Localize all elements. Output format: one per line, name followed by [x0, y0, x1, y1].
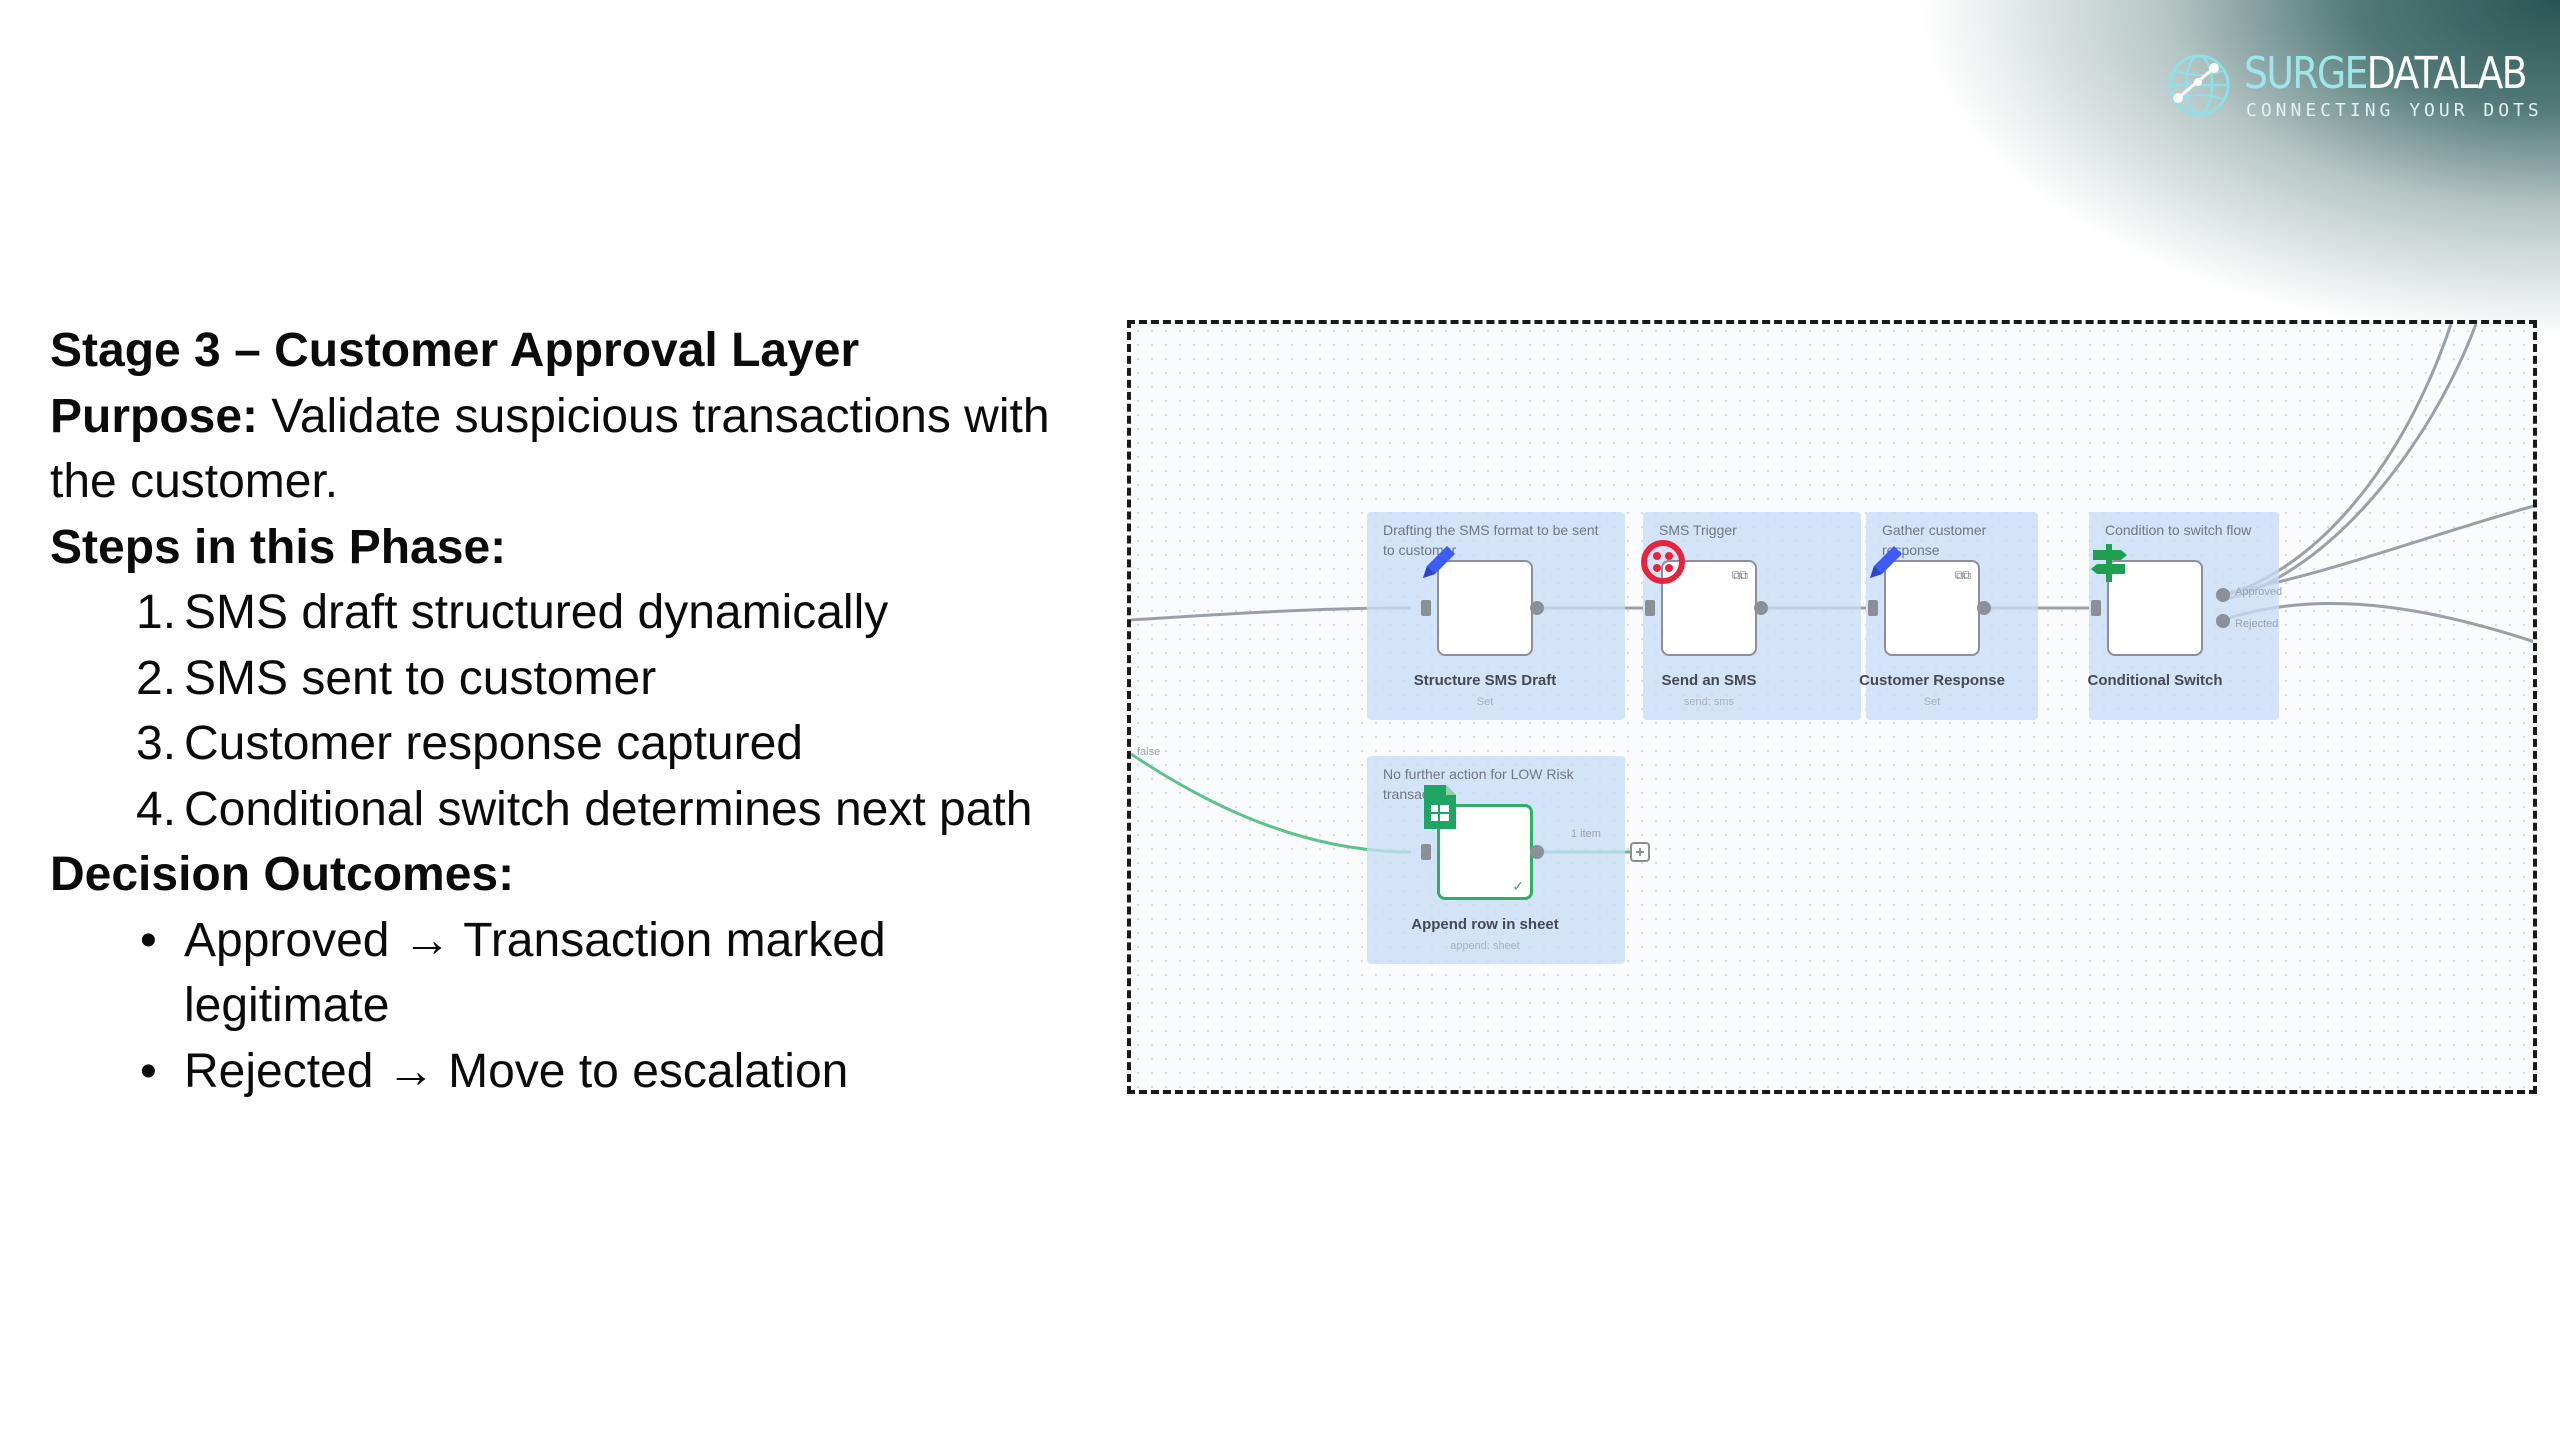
output-port[interactable]	[1977, 601, 1991, 615]
input-port[interactable]	[2091, 600, 2101, 616]
step-item: 1. SMS draft structured dynamically	[50, 580, 1110, 646]
trigger-badge-icon: ⧉⧉	[1731, 568, 1748, 582]
output-port[interactable]	[1754, 601, 1768, 615]
false-branch-label: false	[1137, 746, 1161, 758]
switch-output-label: Approved	[2235, 586, 2283, 598]
twilio-icon	[1641, 540, 1685, 584]
input-port[interactable]	[1868, 600, 1878, 616]
globe-network-icon	[2168, 54, 2230, 116]
step-number: 2.	[136, 651, 177, 705]
sticky-note: Condition to switch flow	[2105, 522, 2252, 538]
steps-heading: Steps in this Phase:	[50, 520, 507, 574]
step-item: 3. Customer response captured	[50, 711, 1110, 777]
output-port-approved[interactable]	[2216, 588, 2230, 602]
step-text: Conditional switch determines next path	[184, 782, 1033, 836]
purpose-text: Validate suspicious transactions with	[258, 389, 1050, 443]
stage-heading: Stage 3 – Customer Approval Layer	[50, 324, 860, 377]
brand-tagline: CONNECTING YOUR DOTS	[2246, 100, 2543, 121]
stage-description: Stage 3 – Customer Approval Layer Purpos…	[50, 318, 1110, 1104]
pencil-icon	[1870, 546, 1902, 578]
node-append-row-in-sheet[interactable]: ✓	[1424, 785, 1533, 900]
outcome-item: • Rejected → Move to escalation	[50, 1039, 1110, 1105]
sticky-note: Drafting the SMS format to be sent to cu…	[1383, 522, 1599, 558]
brand-name-part1: SURGE	[2244, 48, 2368, 99]
outcome-item: • Approved → Transaction marked	[50, 908, 1110, 974]
connector-false-branch	[1131, 752, 1412, 854]
brand-name: SURGEDATALAB	[2244, 48, 2528, 99]
sheets-icon	[1424, 785, 1456, 829]
step-text: SMS sent to customer	[184, 651, 657, 705]
success-check-icon: ✓	[1512, 878, 1524, 894]
node-subtitle: append: sheet	[1450, 940, 1520, 952]
trigger-badge-icon: ⧉⧉	[1954, 568, 1971, 582]
header-gradient	[1560, 0, 2560, 330]
step-item: 2. SMS sent to customer	[50, 646, 1110, 712]
workflow-diagram: Drafting the SMS format to be sent to cu…	[1127, 320, 2537, 1094]
input-port[interactable]	[1421, 600, 1431, 616]
step-number: 1.	[136, 586, 177, 639]
purpose-text-continued: the customer.	[50, 455, 339, 508]
outcome-text: Approved → Transaction marked	[184, 913, 886, 967]
step-number: 3.	[136, 717, 177, 770]
step-number: 4.	[136, 782, 177, 836]
node-subtitle: Set	[1476, 696, 1494, 708]
node-structure-sms-draft[interactable]	[1423, 546, 1533, 656]
outcome-text-continued: legitimate	[184, 979, 390, 1032]
signpost-icon	[2091, 544, 2127, 582]
outcome-text: Rejected → Move to escalation	[184, 1044, 849, 1098]
input-port[interactable]	[1645, 600, 1655, 616]
sticky-note: SMS Trigger	[1659, 522, 1737, 538]
node-label: Structure SMS Draft	[1413, 672, 1557, 689]
node-label: Customer Response	[1859, 672, 2005, 689]
step-item: 4. Conditional switch determines next pa…	[50, 777, 1110, 843]
node-subtitle: send: sms	[1683, 696, 1735, 708]
outcomes-heading: Decision Outcomes:	[50, 848, 515, 901]
node-label: Conditional Switch	[2087, 672, 2223, 689]
bullet: •	[140, 913, 157, 967]
node-label: Send an SMS	[1661, 672, 1757, 689]
node-conditional-switch[interactable]	[2091, 544, 2203, 656]
node-subtitle: Set	[1923, 696, 1941, 708]
plus-icon	[1636, 848, 1644, 856]
output-item-count: 1 item	[1571, 828, 1601, 840]
purpose-label: Purpose:	[50, 389, 259, 443]
output-port[interactable]	[1530, 845, 1544, 859]
switch-output-label: Rejected	[2235, 618, 2279, 630]
pencil-icon	[1423, 546, 1455, 578]
input-port[interactable]	[1421, 844, 1431, 860]
output-port-rejected[interactable]	[2216, 614, 2230, 628]
brand-name-part2: DATALAB	[2366, 48, 2528, 99]
bullet: •	[140, 1044, 157, 1098]
node-send-sms[interactable]: ⧉⧉	[1641, 540, 1757, 656]
node-customer-response[interactable]: ⧉⧉	[1870, 546, 1980, 656]
node-label: Append row in sheet	[1411, 916, 1559, 933]
step-text: SMS draft structured dynamically	[184, 586, 889, 639]
step-text: Customer response captured	[184, 717, 803, 770]
purpose-line: Purpose: Validate suspicious transaction…	[50, 384, 1110, 450]
sticky-note: No further action for LOW Risk transacti…	[1383, 766, 1574, 802]
output-port[interactable]	[1530, 601, 1544, 615]
